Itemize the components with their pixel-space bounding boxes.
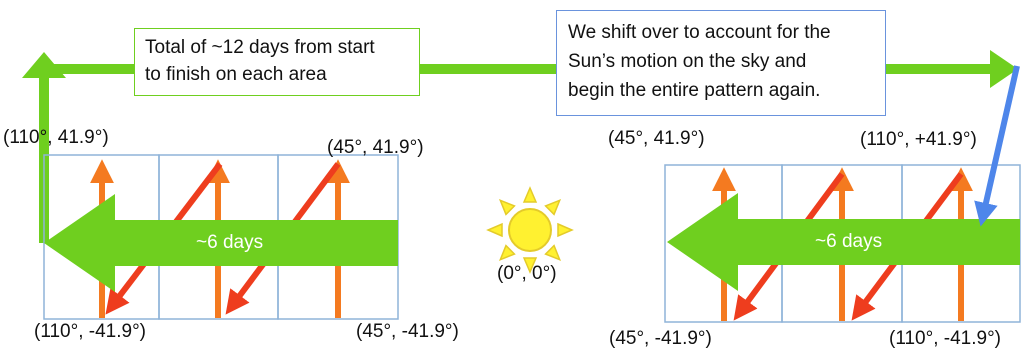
sun-ray [498, 198, 516, 216]
right-arrow-label: ~6 days [815, 231, 883, 252]
sun-icon [486, 186, 574, 274]
shift-note-line: We shift over to account for the [568, 22, 831, 43]
shift-note-line: Sun’s motion on the sky and [568, 51, 807, 72]
total-time-note: Total of ~12 days from start to finish o… [134, 28, 420, 96]
coord-left-top-left: (110°, 41.9°) [3, 127, 109, 148]
green-path-arrowhead-right [990, 50, 1018, 88]
total-time-note-line: to finish on each area [145, 64, 327, 85]
shift-note: We shift over to account for the Sun’s m… [556, 10, 886, 116]
sun-ray [498, 244, 516, 262]
coord-right-top-left: (45°, 41.9°) [608, 128, 705, 149]
coord-sun: (0°, 0°) [497, 263, 557, 284]
coord-left-top-right: (45°, 41.9°) [327, 137, 424, 158]
left-six-days-arrow [44, 194, 398, 292]
sun-ray [486, 222, 503, 238]
coord-right-bottom-left: (45°, -41.9°) [609, 328, 712, 349]
sun-ray [557, 222, 574, 238]
coord-left-bottom-right: (45°, -41.9°) [356, 321, 459, 342]
blue-shift-arrow [974, 65, 1020, 227]
sun-ray [544, 198, 562, 216]
coord-right-bottom-right: (110°, -41.9°) [889, 328, 1002, 349]
sun-ray [522, 186, 538, 203]
shift-note-line: begin the entire pattern again. [568, 80, 821, 101]
right-six-days-arrow [667, 193, 1020, 291]
coord-right-top-right: (110°, +41.9°) [860, 129, 977, 150]
left-arrow-label: ~6 days [196, 232, 264, 253]
sun-ray [522, 257, 538, 274]
coord-left-bottom-left: (110°, -41.9°) [34, 321, 147, 342]
green-path-arrowhead-up [22, 52, 66, 78]
sun-ray [544, 244, 562, 262]
sun-disc [508, 208, 552, 252]
total-time-note-line: Total of ~12 days from start [145, 37, 375, 58]
